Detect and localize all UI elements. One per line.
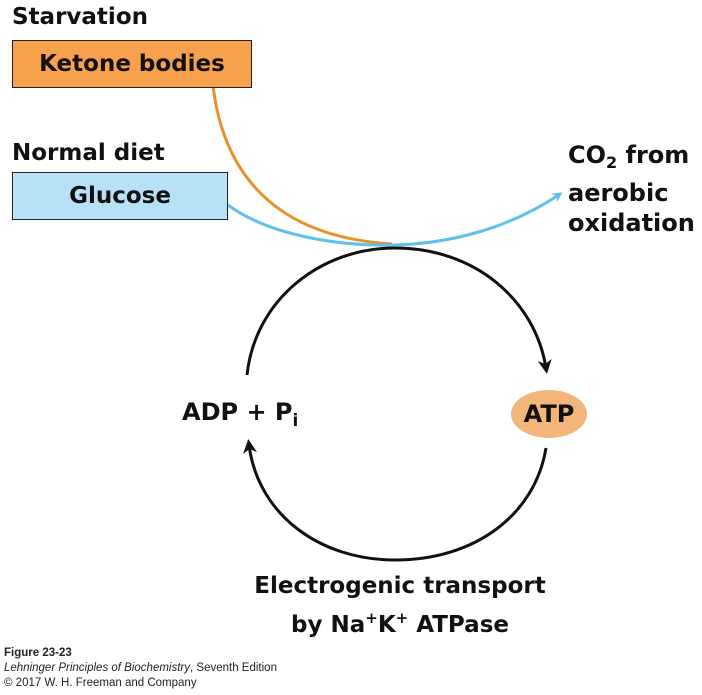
co2-label: CO2 from aerobic oxidation — [568, 140, 695, 238]
book-line: Lehninger Principles of Biochemistry, Se… — [4, 661, 277, 676]
transport-atpase-text: ATPase — [408, 612, 509, 638]
electrogenic-transport-label: Electrogenic transport by Na+K+ ATPase — [250, 570, 550, 641]
figure-number: Figure 23-23 — [4, 647, 72, 659]
atp-node: ATP — [511, 390, 587, 438]
atp-label: ATP — [523, 400, 575, 428]
co2-line2: aerobic — [568, 179, 669, 207]
book-edition: , Seventh Edition — [190, 662, 277, 674]
normal-diet-heading: Normal diet — [12, 140, 165, 166]
adp-text: ADP + P — [182, 398, 293, 426]
pi-subscript: i — [292, 411, 299, 431]
glucose-arrow — [227, 192, 563, 247]
transport-na-text: by Na — [291, 612, 366, 638]
copyright-text: © 2017 W. H. Freeman and Company — [4, 677, 197, 689]
transport-k-text: K — [377, 612, 396, 638]
starvation-heading: Starvation — [12, 4, 148, 30]
ketone-bodies-label: Ketone bodies — [39, 51, 225, 77]
cycle-top-arrow — [245, 246, 552, 376]
k-charge: + — [395, 609, 409, 627]
transport-line2: by Na+K+ ATPase — [250, 602, 550, 641]
co2-text: CO — [568, 141, 607, 169]
transport-line1: Electrogenic transport — [254, 573, 546, 599]
glucose-box: Glucose — [12, 172, 228, 220]
co2-line3: oxidation — [568, 209, 695, 237]
glucose-label: Glucose — [69, 183, 171, 209]
co2-from-text: from — [617, 141, 690, 169]
figure-credit: Figure 23-23 Lehninger Principles of Bio… — [4, 646, 277, 691]
cycle-bottom-arrow — [243, 439, 548, 562]
ketone-bodies-arrow — [211, 85, 393, 246]
book-title: Lehninger Principles of Biochemistry — [4, 662, 191, 674]
na-charge: + — [365, 609, 378, 627]
ketone-bodies-box: Ketone bodies — [12, 40, 252, 88]
adp-pi-label: ADP + Pi — [182, 398, 298, 431]
co2-subscript: 2 — [606, 153, 618, 172]
